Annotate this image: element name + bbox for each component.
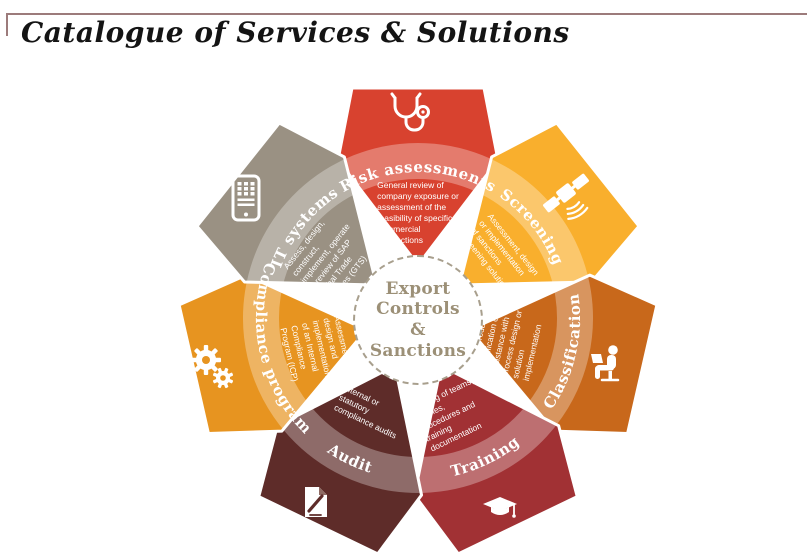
petal-classification	[451, 251, 659, 448]
document-pen-icon	[305, 487, 327, 517]
petal-audit-shape	[257, 364, 424, 555]
petal-training-shape	[412, 364, 579, 555]
petal-compliance-program-shape	[177, 273, 368, 436]
petal-risk-assessments-shape	[336, 86, 500, 267]
petal-training-band	[368, 331, 590, 493]
gears-icon	[191, 345, 234, 389]
petal-compliance-program	[177, 251, 385, 448]
petal-audit-band	[246, 331, 468, 493]
graduation-cap-icon	[483, 497, 517, 518]
center-circle: Export Controls & Sanctions	[353, 255, 483, 385]
petal-risk-assessments-description: General review of company exposure or as…	[377, 179, 459, 246]
top-border-corner-tick	[6, 13, 8, 36]
petal-audit	[246, 331, 468, 555]
petal-training	[368, 331, 590, 555]
petal-risk-assessments	[336, 86, 500, 267]
center-label: Export Controls & Sanctions	[369, 278, 467, 361]
petal-classification-band	[451, 251, 593, 448]
page-title: Catalogue of Services & Solutions	[21, 16, 570, 49]
satellite-icon	[543, 173, 589, 220]
stethoscope-icon	[390, 92, 430, 132]
petal-screening-band	[409, 143, 593, 348]
person-desk-icon	[591, 345, 620, 382]
petal-compliance-program-band	[242, 251, 385, 448]
petal-it-systems-band	[243, 143, 427, 348]
petal-classification-shape	[468, 273, 659, 436]
petal-risk-assessments-band	[338, 143, 498, 265]
top-border-line	[6, 13, 807, 15]
mobile-phone-icon	[231, 174, 261, 222]
